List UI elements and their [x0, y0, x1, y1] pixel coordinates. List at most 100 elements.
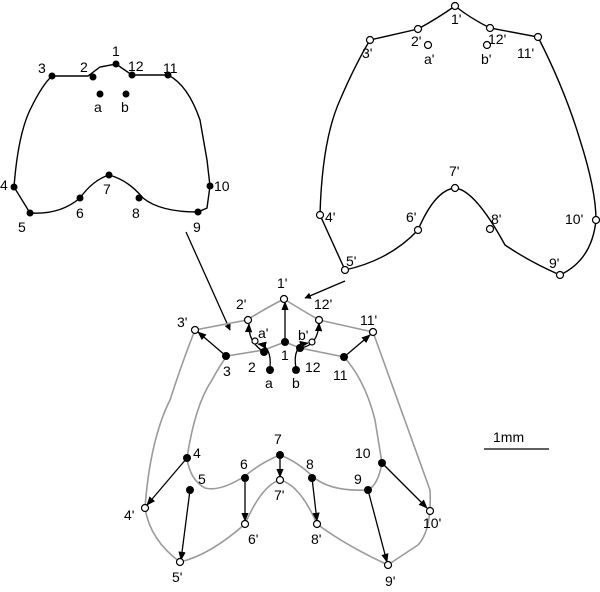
shape-a-point-10: [206, 182, 214, 190]
shape-b-point-9: [555, 270, 565, 280]
overlay-open-point-12: [314, 315, 324, 325]
shape-b-point-12: [485, 23, 495, 33]
overlay-open-label-7: 7': [274, 487, 284, 503]
arrow-11: [343, 334, 371, 358]
overlay-open-label-1: 1': [277, 275, 287, 291]
overlay-open-label-12: 12': [314, 296, 332, 312]
overlay-label-6: 6: [240, 456, 248, 472]
overlay-point-10: [378, 459, 386, 467]
overlay-label-5: 5: [198, 471, 206, 487]
shape-b-label-8: 8': [491, 211, 501, 227]
shape-a-label-a: a: [94, 99, 102, 115]
overlay-point-a: [266, 366, 274, 374]
shape-b-label-2: 2': [411, 33, 421, 49]
shape-a-label-8: 8: [132, 205, 140, 221]
overlay-open-point-b: [308, 338, 316, 346]
shape-b-point-b: [482, 40, 492, 50]
shape-b-point-5: [340, 265, 350, 275]
overlay-point-1: [281, 338, 289, 346]
shape-a-label-3: 3: [38, 60, 46, 76]
shape-b-label-b: b': [481, 51, 491, 67]
overlay-point-6: [241, 474, 249, 482]
overlay-open-labels: 1' 2' 3' 4' 5' 6' 7' 8' 9' 10' 11' 12' a…: [124, 275, 441, 589]
overlay-open-label-10: 10': [423, 515, 441, 531]
overlay-point-12: [296, 344, 304, 352]
shape-a-label-11: 11: [163, 60, 178, 76]
shape-a-point-a: [96, 90, 104, 98]
shape-b-point-10: [591, 215, 600, 225]
overlay-label-b: b: [292, 375, 300, 391]
shape-b-point-a: [413, 24, 423, 34]
shape-a-point-4: [10, 183, 18, 191]
arrow-b: [294, 340, 309, 369]
shape-a-label-6: 6: [76, 205, 84, 221]
shape-a-label-2: 2: [80, 59, 88, 75]
overlay: 1 2 3 4 5 6 7 8 9 10 11 12 a b 1' 2' 3' …: [124, 275, 441, 589]
overlay-point-7: [276, 451, 284, 459]
shape-a-point-1: [112, 60, 120, 68]
overlay-open-label-2: 2': [236, 296, 246, 312]
shape-a: 1 2 3 4 5 6 7 8 9 10 11 12 a b: [0, 43, 230, 235]
overlay-open-outline: [144, 298, 432, 566]
overlay-label-9: 9: [354, 471, 362, 487]
shape-b-point-1: [450, 1, 460, 11]
shape-a-points: [10, 60, 214, 217]
shape-b-point-4: [315, 210, 325, 220]
overlay-point-2: [260, 348, 268, 356]
shape-a-label-b: b: [121, 99, 129, 115]
arrow-10: [381, 462, 428, 509]
overlay-label-2: 2: [248, 359, 256, 375]
overlay-open-point-8: [312, 519, 322, 529]
overlay-filled-points: [183, 338, 386, 494]
overlay-label-12: 12: [305, 359, 321, 375]
overlay-label-7: 7: [274, 431, 282, 447]
arrow-9: [367, 489, 389, 563]
shape-a-labels: 1 2 3 4 5 6 7 8 9 10 11 12 a b: [0, 43, 230, 235]
shape-b-point-8: [485, 224, 495, 234]
overlay-open-point-3: [190, 325, 200, 335]
overlay-point-9: [364, 486, 372, 494]
arrow-from-shape-b: [304, 280, 346, 299]
arrow-4: [146, 457, 188, 506]
shape-b: 1' 2' 3' 4' 5' 6' 7' 8' 9' 10' 11' 12' a…: [315, 1, 600, 280]
arrow-5: [178, 489, 191, 561]
shape-b-label-5: 5': [346, 253, 356, 269]
overlay-point-11: [340, 353, 348, 361]
overlay-point-8: [308, 474, 316, 482]
arrow-3: [197, 331, 227, 357]
shape-b-label-6: 6': [406, 209, 416, 225]
overlay-label-10: 10: [355, 445, 371, 461]
shape-a-point-b: [122, 90, 130, 98]
shape-a-label-5: 5: [18, 219, 26, 235]
shape-a-label-1: 1: [112, 43, 120, 59]
overlay-label-3: 3: [223, 363, 231, 379]
overlay-label-11: 11: [333, 367, 348, 383]
shape-a-point-7: [105, 171, 113, 179]
overlay-label-8: 8: [306, 456, 314, 472]
overlay-open-label-4: 4': [124, 507, 134, 523]
overlay-open-point-1: [279, 294, 289, 304]
shape-a-label-10: 10: [214, 178, 230, 194]
overlay-open-label-5: 5': [172, 569, 182, 585]
shape-b-label-a: a': [424, 51, 434, 67]
overlay-point-b: [292, 366, 300, 374]
overlay-open-point-6: [240, 519, 250, 529]
shape-b-label-12: 12': [488, 31, 506, 47]
overlay-open-points: [140, 294, 435, 570]
shape-a-label-4: 4: [0, 177, 8, 193]
arrow-a: [257, 341, 271, 369]
overlay-point-3: [222, 352, 230, 360]
overlay-open-point-5: [175, 557, 185, 567]
shape-a-label-7: 7: [103, 181, 111, 197]
shape-a-label-9: 9: [193, 219, 201, 235]
scale-bar: 1mm: [484, 429, 549, 450]
shape-a-point-5: [26, 209, 34, 217]
shape-b-point-3: [365, 35, 375, 45]
shape-a-point-6: [76, 194, 84, 202]
overlay-open-point-2: [243, 315, 253, 325]
shape-a-point-3: [48, 72, 56, 80]
shape-b-labels: 1' 2' 3' 4' 5' 6' 7' 8' 9' 10' 11' 12' a…: [325, 11, 583, 271]
overlay-open-point-9: [383, 560, 393, 570]
overlay-open-point-10: [425, 506, 435, 516]
